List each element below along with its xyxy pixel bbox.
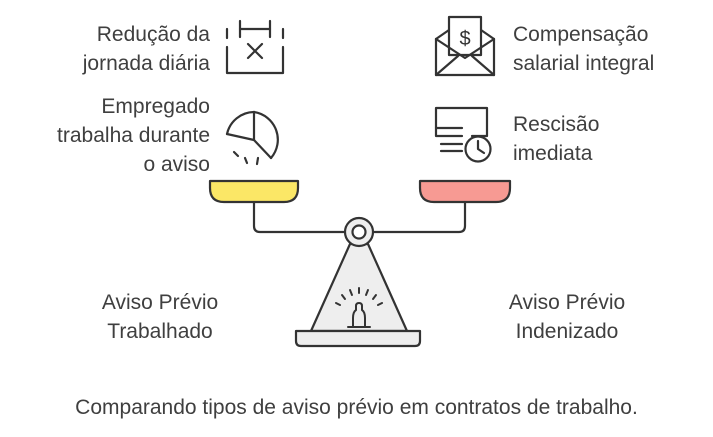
feature-reducao-jornada: Redução da jornada diária bbox=[83, 20, 210, 78]
feature-line: Compensação bbox=[513, 23, 649, 46]
svg-text:$: $ bbox=[459, 28, 470, 50]
feature-line: Redução da bbox=[96, 23, 210, 46]
calendar-x-icon bbox=[225, 19, 285, 75]
scale-pivot bbox=[343, 216, 375, 248]
scale-base bbox=[294, 329, 422, 348]
feature-line: Rescisão bbox=[513, 113, 600, 136]
feature-line: Empregado bbox=[101, 95, 210, 118]
envelope-dollar-icon: $ bbox=[434, 15, 496, 77]
feature-line: trabalha durante bbox=[57, 124, 210, 147]
right-pan bbox=[418, 179, 512, 204]
title-aviso-indenizado: Aviso Prévio Indenizado bbox=[464, 288, 670, 346]
diagram-caption: Comparando tipos de aviso prévio em cont… bbox=[75, 396, 638, 419]
title-line: Aviso Prévio bbox=[508, 291, 626, 314]
title-aviso-trabalhado: Aviso Prévio Trabalhado bbox=[57, 288, 263, 346]
feature-line: jornada diária bbox=[82, 52, 210, 75]
title-line: Trabalhado bbox=[107, 320, 213, 343]
left-pan bbox=[208, 179, 300, 204]
title-line: Indenizado bbox=[515, 320, 619, 343]
feature-line: o aviso bbox=[143, 153, 210, 176]
title-line: Aviso Prévio bbox=[101, 291, 219, 314]
feature-line: imediata bbox=[513, 142, 593, 165]
feature-trabalha-aviso: Empregado trabalha durante o aviso bbox=[57, 92, 210, 179]
feature-rescisao-imediata: Rescisão imediata bbox=[513, 110, 599, 168]
feature-compensacao-salarial: Compensação salarial integral bbox=[513, 20, 654, 78]
scale-indicator bbox=[335, 287, 383, 328]
monitor-clock-icon bbox=[434, 106, 492, 163]
feature-line: salarial integral bbox=[513, 52, 655, 75]
timer-icon bbox=[225, 110, 279, 166]
